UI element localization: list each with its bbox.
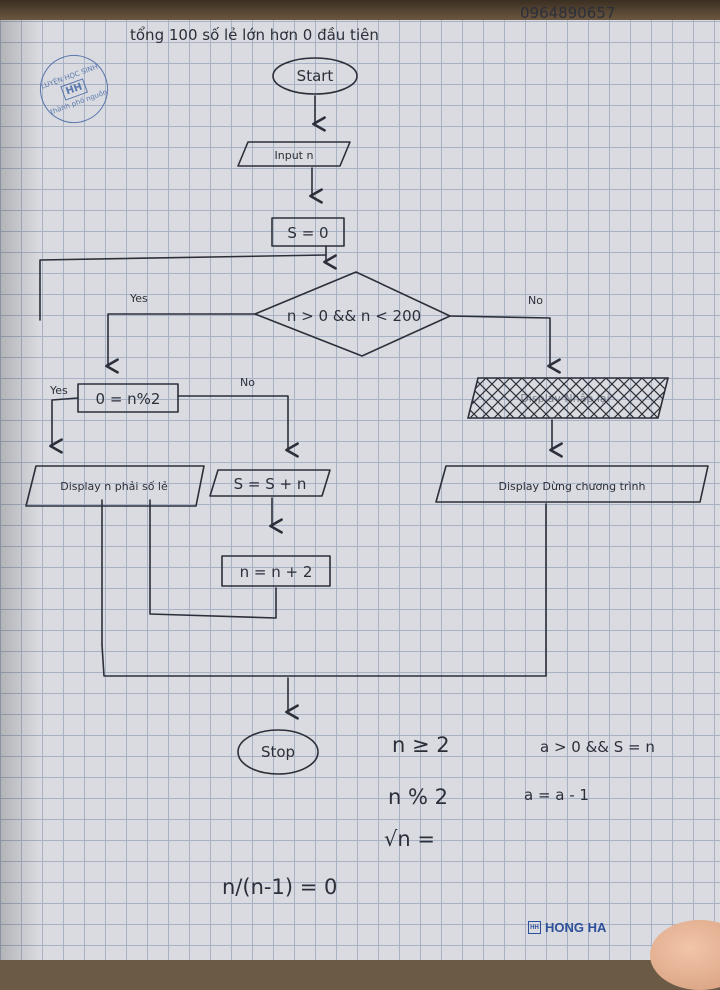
display-left-label: Display n phải số lẻ <box>60 480 168 493</box>
phone-number: 0964890657 <box>520 4 615 22</box>
arrow-cond-no <box>449 315 561 374</box>
notebook-page <box>0 0 720 960</box>
note-line-3: √n = <box>384 827 435 851</box>
start-terminal <box>272 57 358 95</box>
sum-label: S = S + n <box>234 475 307 493</box>
note-line-4: n/(n-1) = 0 <box>222 875 337 899</box>
loop-return-line <box>39 254 327 321</box>
arrow-check-no <box>177 395 299 458</box>
display-left-parallelogram <box>25 465 205 507</box>
display-right-label: Display Dừng chương trình <box>499 480 646 493</box>
table-edge <box>0 0 720 20</box>
crossed-out-box <box>466 377 670 419</box>
increment-return-line <box>149 499 277 619</box>
input-label: Input n <box>275 149 314 162</box>
note-right-1: a > 0 && S = n <box>540 738 655 756</box>
sum-box <box>209 469 331 497</box>
increment-label: n = n + 2 <box>240 563 313 581</box>
display-right-parallelogram <box>435 465 709 503</box>
start-label: Start <box>297 67 334 85</box>
note-line-1: n ≥ 2 <box>392 733 450 757</box>
notebook-brand: HH HONG HA <box>528 920 606 935</box>
note-right-2: a = a - 1 <box>524 786 589 804</box>
page-title: tổng 100 số lẻ lớn hơn 0 đầu tiên <box>130 26 379 44</box>
input-parallelogram <box>237 141 351 167</box>
brand-logo-icon: HH <box>528 921 541 934</box>
brand-name: HONG HA <box>545 920 607 935</box>
stop-label: Stop <box>261 743 295 761</box>
check-yes-label: Yes <box>49 384 68 397</box>
increment-box <box>221 555 331 587</box>
cond-no-label: No <box>528 294 543 307</box>
note-line-2: n % 2 <box>388 785 448 809</box>
condition-label: n > 0 && n < 200 <box>287 307 421 325</box>
init-label: S = 0 <box>287 224 328 242</box>
merge-line <box>101 503 547 677</box>
arrow-cond-yes <box>105 313 256 374</box>
flowchart-diagram: tổng 100 số lẻ lớn hơn 0 đầu tiên 096489… <box>25 4 709 899</box>
check-no-label: No <box>240 376 255 389</box>
arrow-check-yes <box>49 397 79 454</box>
cond-yes-label: Yes <box>129 292 148 305</box>
init-box <box>271 217 345 247</box>
check-label: 0 = n%2 <box>96 390 161 408</box>
condition-diamond <box>254 271 451 357</box>
crossed-out-label: Display Nhập lại <box>520 392 609 405</box>
stop-terminal <box>237 729 319 775</box>
